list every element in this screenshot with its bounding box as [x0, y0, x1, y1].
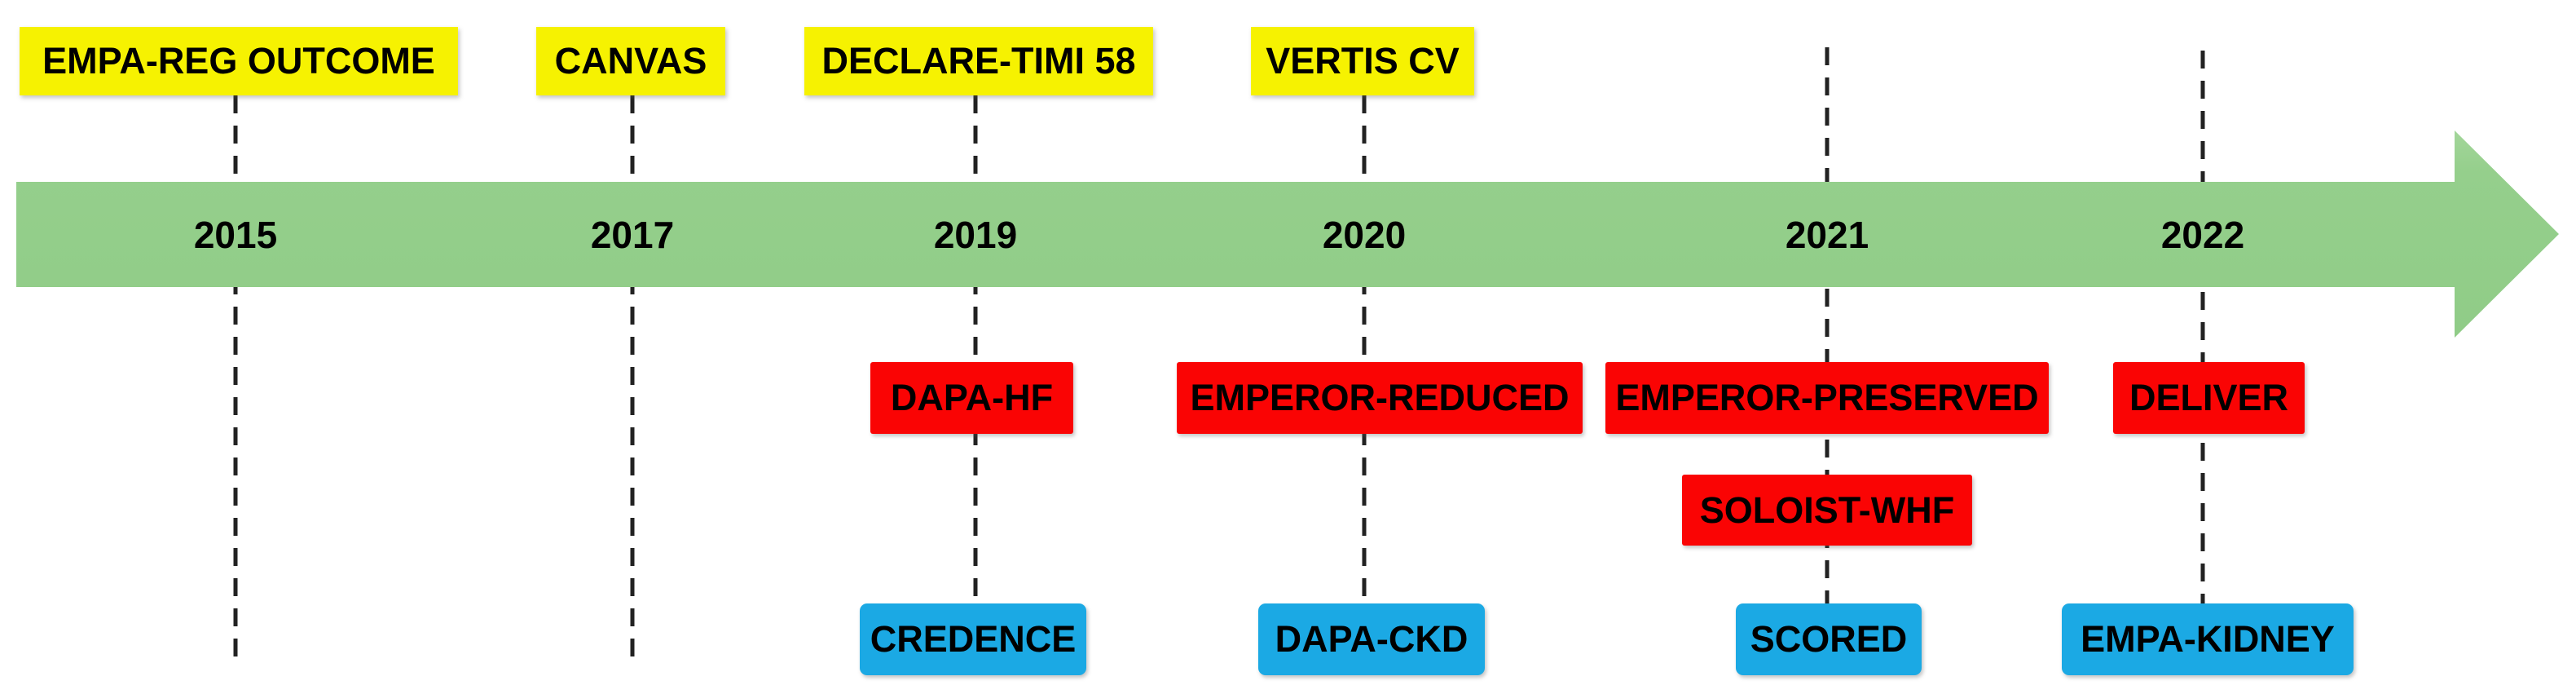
trial-box-dapa-ckd: DAPA-CKD — [1258, 603, 1485, 675]
timeline-arrow — [16, 130, 2559, 338]
trial-box-credence: CREDENCE — [860, 603, 1086, 675]
trial-box-canvas: CANVAS — [536, 27, 725, 95]
trial-box-empa-reg-outcome: EMPA-REG OUTCOME — [20, 27, 458, 95]
trial-box-deliver: DELIVER — [2113, 362, 2305, 434]
year-label-2020: 2020 — [1322, 213, 1407, 256]
trial-box-emperor-reduced: EMPEROR-REDUCED — [1177, 362, 1583, 434]
trial-box-empa-kidney: EMPA-KIDNEY — [2062, 603, 2354, 675]
trial-box-emperor-preserved: EMPEROR-PRESERVED — [1605, 362, 2049, 434]
trial-box-dapa-hf: DAPA-HF — [870, 362, 1073, 434]
trial-box-scored: SCORED — [1736, 603, 1922, 675]
year-label-2017: 2017 — [590, 213, 675, 256]
trial-box-vertis-cv: VERTIS CV — [1251, 27, 1474, 95]
trial-box-soloist-whf: SOLOIST-WHF — [1682, 475, 1972, 546]
year-label-2021: 2021 — [1785, 213, 1869, 256]
year-label-2019: 2019 — [933, 213, 1018, 256]
year-label-2022: 2022 — [2160, 213, 2245, 256]
year-label-2015: 2015 — [193, 213, 278, 256]
trial-box-declare-timi-58: DECLARE-TIMI 58 — [804, 27, 1153, 95]
